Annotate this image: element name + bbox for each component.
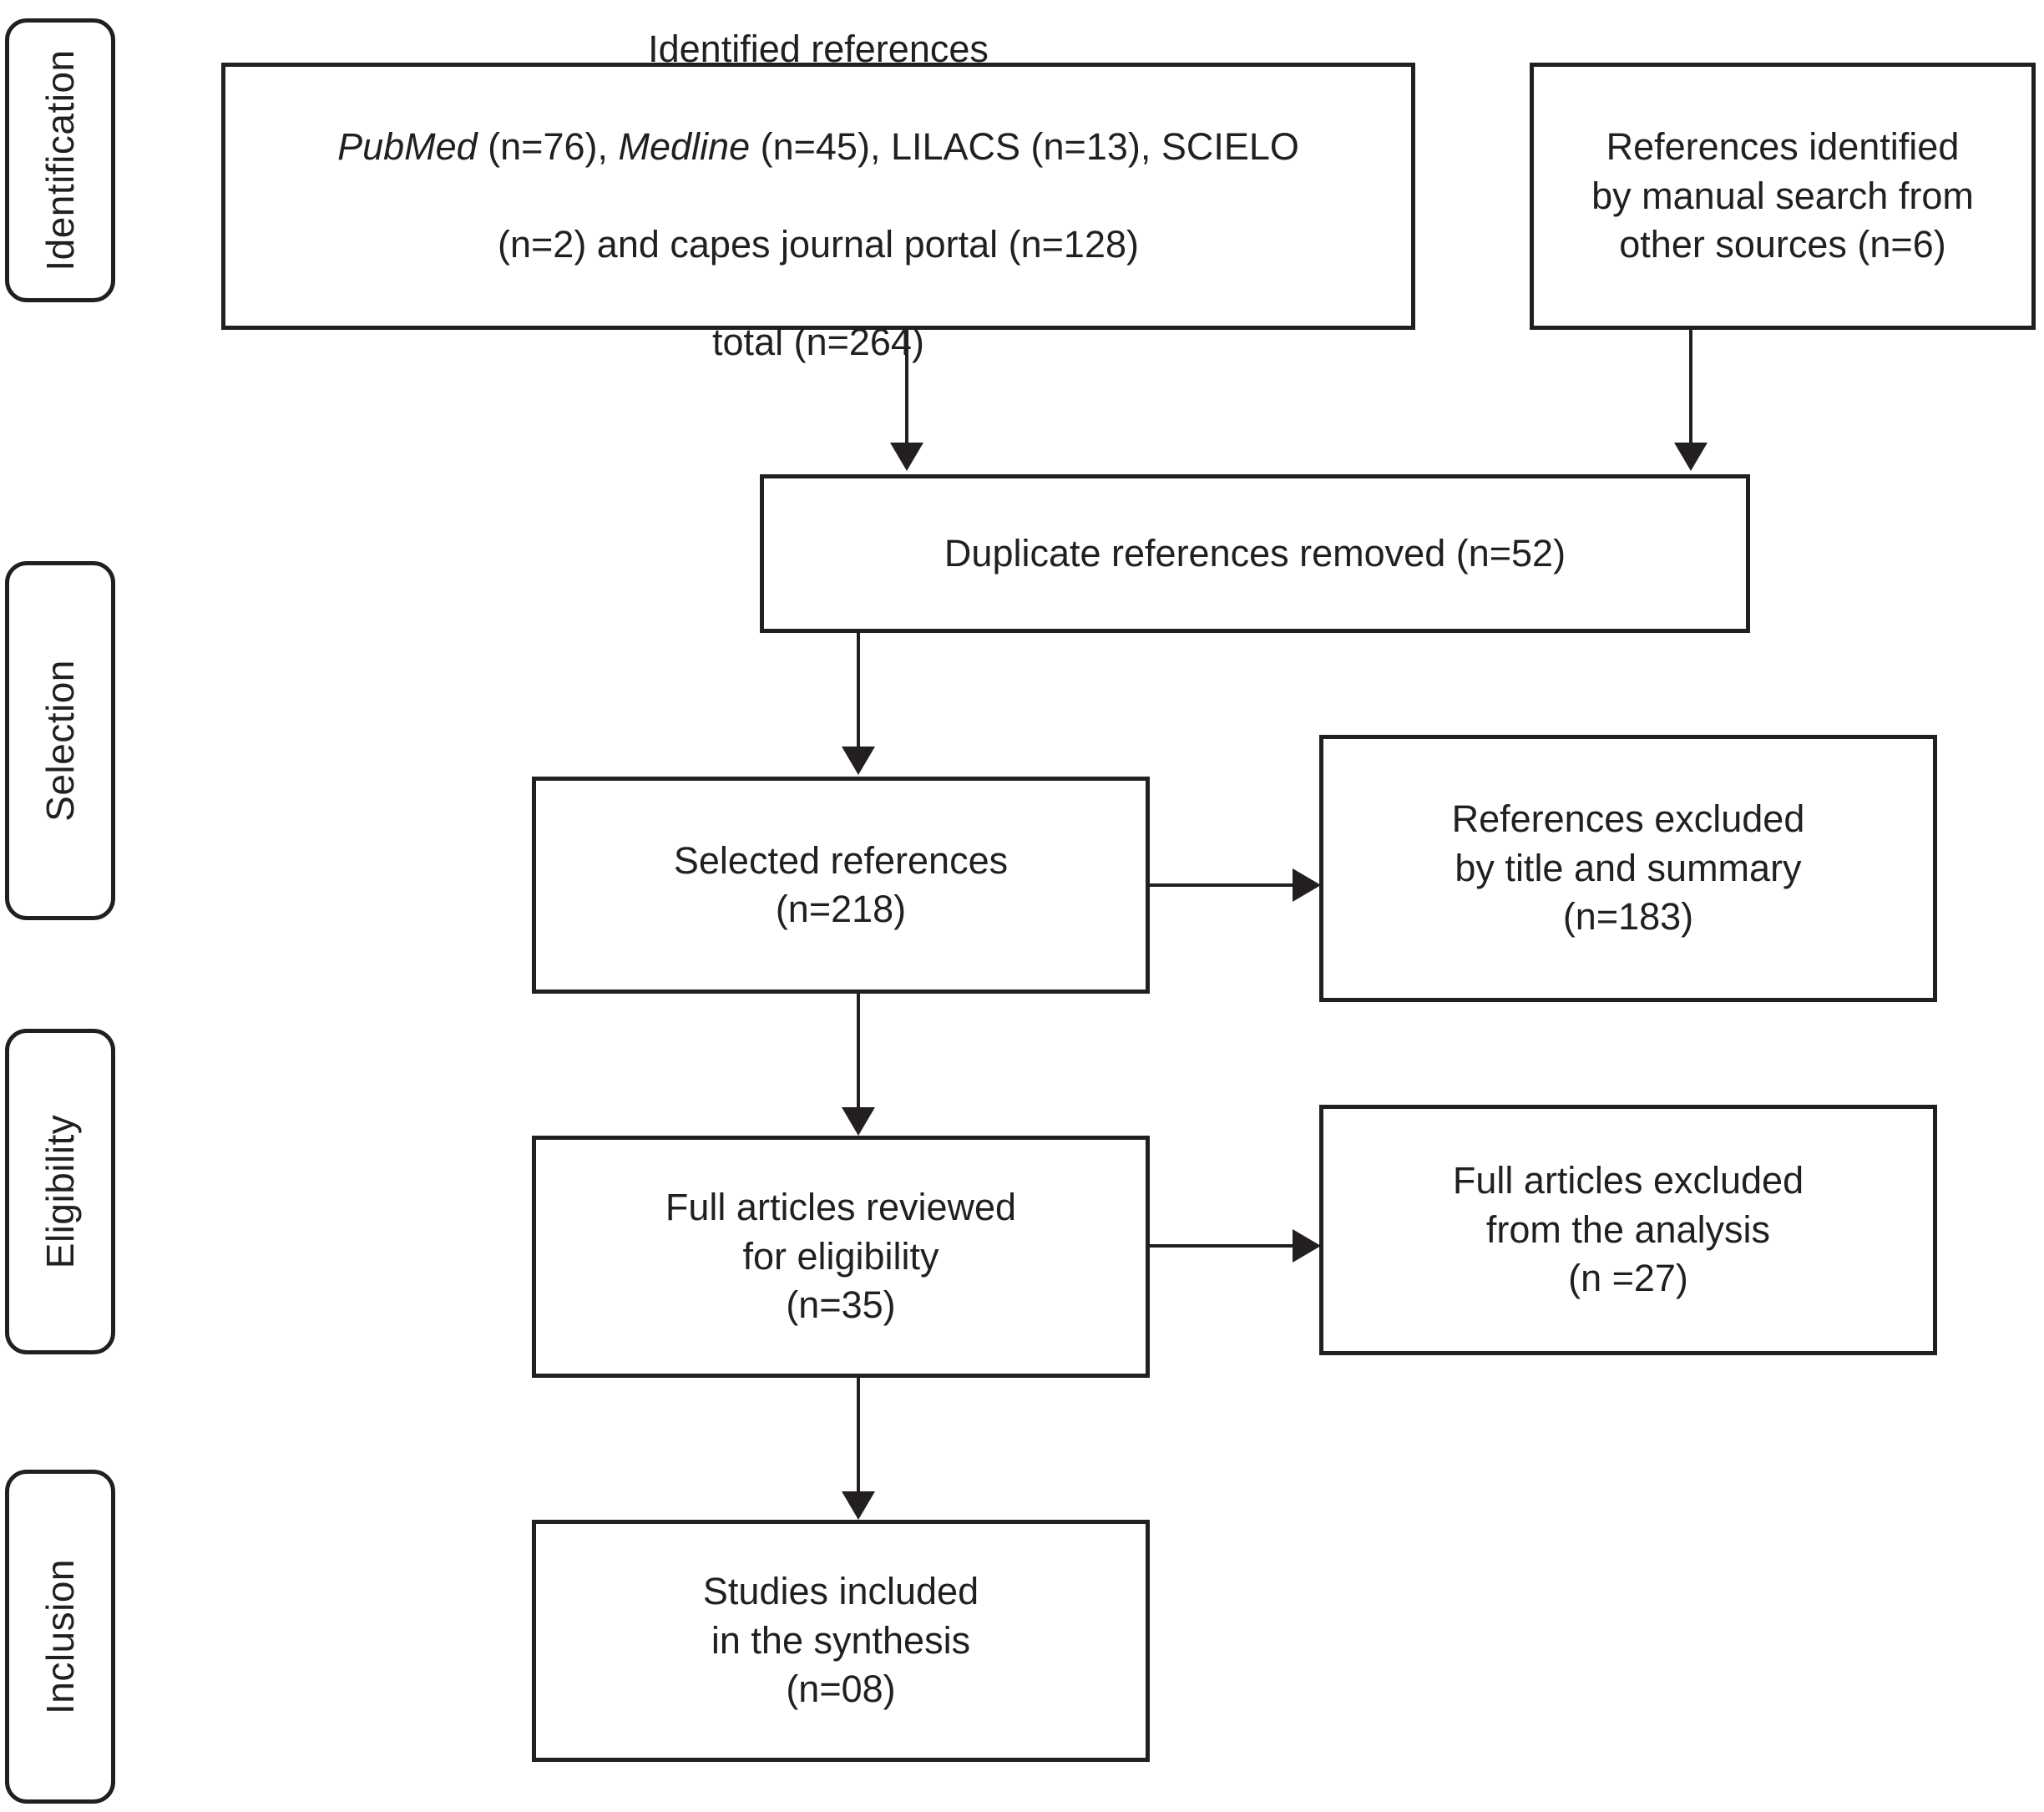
box-excluded-title-summary-text: References excluded by title and summary…	[1451, 797, 1805, 939]
source-pubmed-label: PubMed	[337, 125, 478, 169]
arrowhead-manual-to-duplicates	[1674, 443, 1708, 471]
identified-references-total: total (n=264)	[712, 321, 924, 364]
arrowhead-full-articles-to-included	[842, 1491, 875, 1520]
box-duplicates-removed-text: Duplicate references removed (n=52)	[944, 531, 1566, 574]
arrowhead-selected-to-excluded	[1293, 868, 1321, 902]
arrowhead-duplicates-to-selected	[842, 747, 875, 775]
box-identified-references: Identified references PubMed (n=76), Med…	[221, 28, 1415, 363]
connector-selected-to-full-articles	[857, 994, 860, 1111]
box-manual-search: References identified by manual search f…	[1530, 63, 2036, 330]
box-selected-references: Selected references (n=218)	[532, 777, 1150, 994]
connector-identified-to-duplicates	[905, 330, 908, 447]
connector-selected-to-excluded	[1150, 883, 1296, 887]
stage-pill-eligibility: Eligibility	[5, 1029, 115, 1354]
connector-duplicates-stub	[857, 633, 860, 635]
stage-pill-selection: Selection	[5, 561, 115, 920]
box-full-articles-excluded: Full articles excluded from the analysis…	[1319, 1105, 1937, 1355]
box-excluded-title-summary: References excluded by title and summary…	[1319, 735, 1937, 1002]
source-medline-rest: (n=45), LILACS (n=13), SCIELO	[750, 125, 1299, 169]
connector-manual-to-duplicates	[1689, 330, 1692, 447]
box-duplicates-removed: Duplicate references removed (n=52)	[760, 474, 1750, 633]
stage-label-identification: Identification	[38, 49, 82, 271]
box-identified-references-text: Identified references PubMed (n=76), Med…	[326, 0, 1311, 416]
box-full-articles-reviewed: Full articles reviewed for eligibility (…	[532, 1136, 1150, 1378]
stage-pill-identification: Identification	[5, 18, 115, 302]
stage-label-eligibility: Eligibility	[38, 1114, 82, 1269]
stage-pill-inclusion: Inclusion	[5, 1470, 115, 1804]
source-pubmed-rest: (n=76),	[477, 125, 619, 169]
connector-full-articles-to-excluded	[1150, 1244, 1296, 1248]
stage-label-selection: Selection	[38, 660, 82, 822]
arrowhead-identified-to-duplicates	[890, 443, 923, 471]
connector-duplicates-to-selected	[857, 633, 860, 750]
source-medline-label: Medline	[618, 125, 751, 169]
box-full-articles-reviewed-text: Full articles reviewed for eligibility (…	[665, 1186, 1017, 1327]
box-studies-included-text: Studies included in the synthesis (n=08)	[702, 1570, 979, 1711]
identified-references-line3: (n=2) and capes journal portal (n=128)	[498, 223, 1139, 266]
box-studies-included: Studies included in the synthesis (n=08)	[532, 1520, 1150, 1762]
identified-references-heading: Identified references	[648, 28, 989, 71]
box-full-articles-excluded-text: Full articles excluded from the analysis…	[1452, 1159, 1804, 1300]
stage-label-inclusion: Inclusion	[38, 1558, 82, 1715]
connector-full-articles-to-included	[857, 1378, 860, 1495]
identified-references-sources: PubMed (n=76), Medline (n=45), LILACS (n…	[337, 123, 1299, 172]
box-manual-search-text: References identified by manual search f…	[1591, 125, 1974, 266]
arrowhead-selected-to-full-articles	[842, 1107, 875, 1136]
arrowhead-full-articles-to-excluded	[1293, 1229, 1321, 1263]
box-selected-references-text: Selected references (n=218)	[673, 838, 1009, 931]
